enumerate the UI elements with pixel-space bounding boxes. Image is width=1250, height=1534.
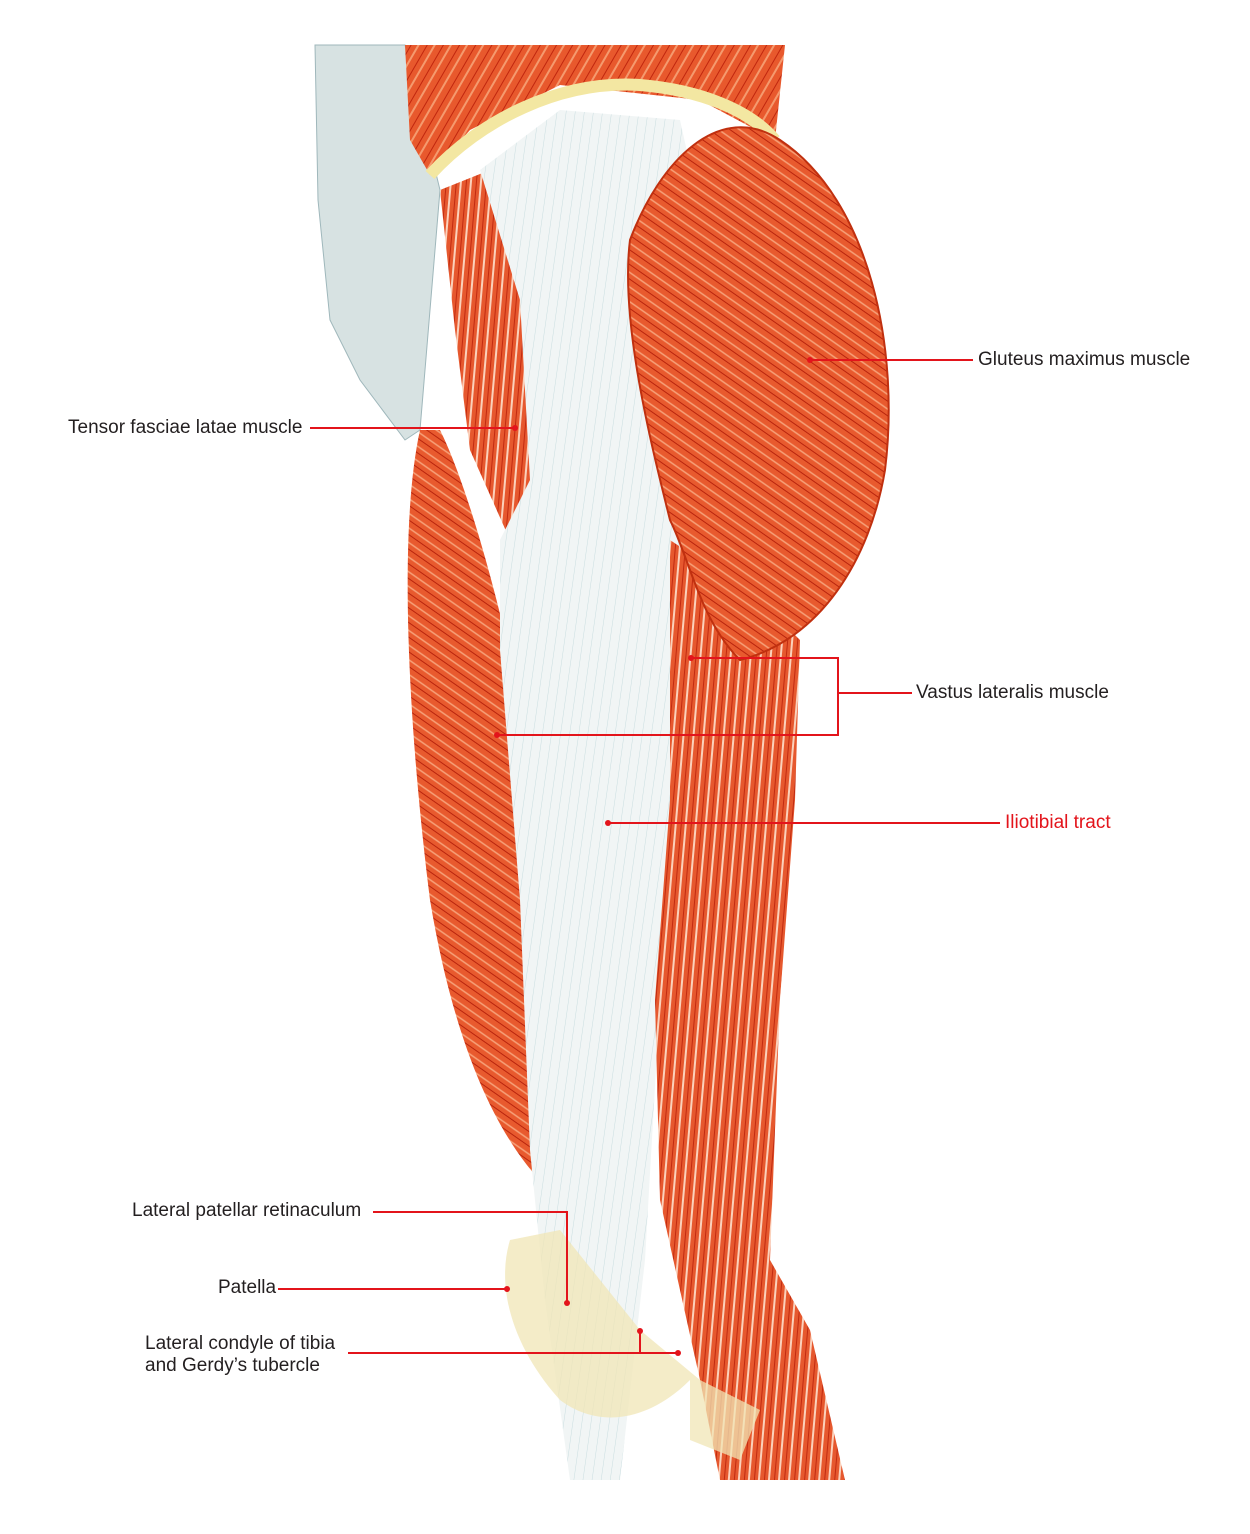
tensor-fasciae-latae	[440, 170, 545, 540]
label-iliotibial-tract: Iliotibial tract	[1005, 812, 1111, 833]
label-gluteus-maximus: Gluteus maximus muscle	[978, 349, 1191, 370]
gluteus-medius-region	[405, 45, 785, 175]
gluteus-maximus-shape	[627, 126, 890, 662]
label-lateral-patellar-retinaculum: Lateral patellar retinaculum	[132, 1200, 362, 1221]
label-tensor-fasciae-latae: Tensor fasciae latae muscle	[68, 417, 303, 438]
label-lateral-condyle-line1: Lateral condyle of tibia	[145, 1333, 336, 1354]
leader-lines	[278, 359, 1000, 1354]
posterior-thigh-muscles	[655, 540, 845, 1480]
knee-region	[505, 1230, 760, 1460]
label-lateral-condyle-line2: and Gerdy’s tubercle	[145, 1355, 320, 1376]
label-vastus-lateralis: Vastus lateralis muscle	[916, 682, 1109, 703]
leader-dots	[494, 357, 813, 1356]
iliac-crest	[425, 78, 780, 180]
label-patella: Patella	[218, 1277, 277, 1298]
